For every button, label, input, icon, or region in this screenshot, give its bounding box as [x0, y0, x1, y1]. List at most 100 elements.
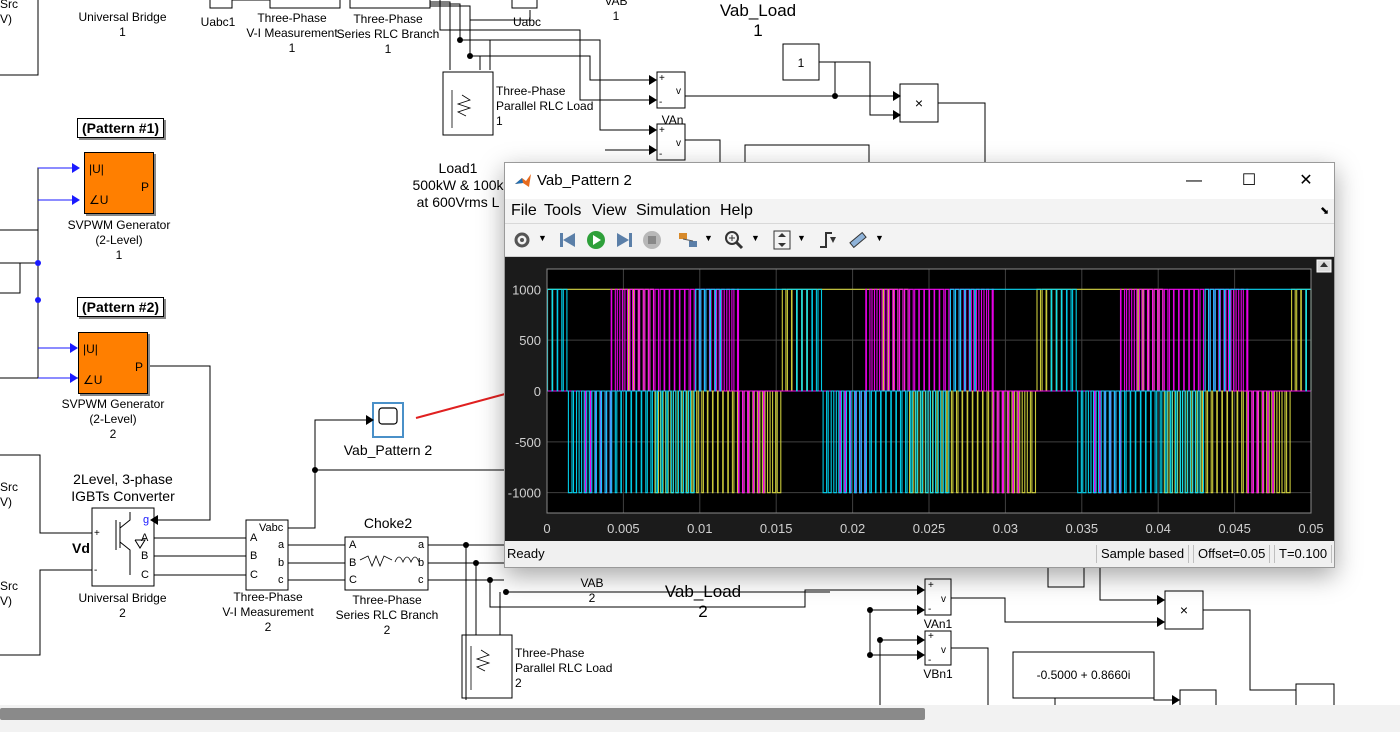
converter-plus-port: +	[94, 528, 100, 539]
converter-a-port: A	[141, 532, 149, 544]
horizontal-scrollbar[interactable]	[0, 705, 1400, 732]
src-bot-label: Src V)	[0, 579, 18, 608]
load1-note: Load1 500kW & 100k at 600Vrms L	[412, 160, 504, 210]
converter-title: 2Level, 3-phase IGBTs Converter	[71, 471, 175, 504]
run-icon[interactable]	[585, 229, 607, 251]
cursor-measure-icon[interactable]	[847, 229, 869, 251]
vi2-a-port: a	[278, 539, 285, 551]
y-tick-label: 0	[534, 384, 541, 399]
vi2-A-port: A	[250, 532, 258, 544]
vi-measurement-1-label: Three-Phase V-I Measurement 1	[246, 11, 338, 55]
vi-measurement-2-label: Three-Phase V-I Measurement 2	[222, 590, 314, 634]
gen2-angle-port: ∠U	[83, 373, 103, 387]
complex-constant-value: -0.5000 + 0.8660i	[1036, 668, 1131, 682]
highlight-dropdown-icon[interactable]: ▼	[704, 233, 713, 243]
x-tick-label: 0.02	[840, 521, 865, 536]
minimize-button[interactable]: —	[1186, 172, 1202, 189]
rlc-branch-1-label: Three-Phase Series RLC Branch 1	[336, 12, 440, 56]
converter-minus-port: -	[94, 565, 98, 576]
x-tick-label: 0.035	[1066, 521, 1099, 536]
universal-bridge-1-label: Universal Bridge 1	[78, 10, 167, 39]
sum-block-2-out: v	[676, 138, 681, 149]
x-tick-label: 0.045	[1218, 521, 1251, 536]
zoom-icon[interactable]	[723, 229, 745, 251]
plot-axes-frame	[546, 268, 1312, 514]
step-forward-icon[interactable]	[613, 229, 635, 251]
close-button[interactable]: ✕	[1299, 172, 1313, 189]
vi2-B-port: B	[250, 550, 258, 562]
sum-block-4-ports: +-	[928, 631, 934, 666]
x-tick-label: 0	[543, 521, 550, 536]
triggers-icon[interactable]	[817, 229, 839, 251]
matlab-logo-icon	[515, 174, 531, 187]
scope-status-bar: Ready Sample based Offset=0.05 T=0.100	[505, 541, 1334, 567]
scrollbar-thumb[interactable]	[0, 708, 925, 720]
rlc2-C-port: C	[349, 574, 357, 586]
vi2-c-port: c	[278, 574, 284, 586]
menu-file[interactable]: File	[511, 202, 537, 219]
vab-1-label: VAB 1	[604, 0, 628, 23]
vab-load-2-label: Vab_Load 2	[664, 582, 742, 621]
van1-label: VAn1	[923, 617, 953, 631]
scale-dropdown-icon[interactable]: ▼	[797, 233, 806, 243]
menu-view[interactable]: View	[592, 202, 627, 219]
menu-simulation[interactable]: Simulation	[636, 202, 711, 219]
gen1-angle-port: ∠U	[89, 193, 109, 207]
menu-tools[interactable]: Tools	[544, 202, 582, 219]
x-tick-label: 0.015	[760, 521, 793, 536]
y-tick-label: -500	[515, 435, 541, 450]
y-tick-label: 1000	[512, 282, 541, 297]
status-time: T=0.100	[1274, 545, 1333, 563]
uabc1-label: Uabc1	[200, 15, 236, 29]
van-label: VAn	[661, 113, 684, 127]
settings-dropdown-icon[interactable]: ▼	[538, 233, 547, 243]
scope-toolbar: ▼ ▼ ▼ ▼ ▼	[505, 224, 1334, 257]
sum-block-1-out: v	[676, 86, 681, 97]
parallel-load-1-label: Three-Phase Parallel RLC Load 1	[496, 84, 594, 128]
stop-icon[interactable]	[641, 229, 663, 251]
rlc2-B-port: B	[349, 557, 357, 569]
dock-icon[interactable]: ⬊	[1320, 205, 1330, 217]
settings-icon[interactable]	[511, 229, 533, 251]
svpwm-generator-1-label: SVPWM Generator (2-Level) 1	[67, 218, 171, 262]
sum-block-2-ports: +-	[659, 125, 665, 160]
sum-block-3-out: v	[941, 594, 946, 605]
gen1-p-port: P	[141, 180, 150, 194]
converter-c-port: C	[141, 569, 149, 581]
src-top-label: Src V)	[0, 0, 18, 26]
menu-help[interactable]: Help	[720, 202, 753, 219]
rlc-branch-2-label: Three-Phase Series RLC Branch 2	[335, 593, 439, 637]
vd-label: Vd	[72, 540, 90, 556]
converter-g-port: g	[143, 514, 150, 526]
scope-window-title: Vab_Pattern 2	[537, 172, 632, 189]
scale-axes-icon[interactable]	[771, 229, 793, 251]
status-sample-based: Sample based	[1096, 545, 1190, 563]
undock-axes-icon[interactable]	[1316, 259, 1332, 273]
measure-dropdown-icon[interactable]: ▼	[875, 233, 884, 243]
step-back-icon[interactable]	[557, 229, 579, 251]
svpwm-generator-1[interactable]: |U| ∠U P	[84, 152, 154, 214]
x-tick-label: 0.005	[607, 521, 640, 536]
x-tick-label: 0.05	[1298, 521, 1323, 536]
highlight-icon[interactable]	[677, 229, 699, 251]
maximize-button[interactable]: ☐	[1241, 172, 1257, 189]
scope-title-bar[interactable]: Vab_Pattern 2 — ☐ ✕	[505, 163, 1334, 199]
zoom-dropdown-icon[interactable]: ▼	[751, 233, 760, 243]
universal-bridge-2-label: Universal Bridge 2	[78, 591, 167, 620]
vab-2-label: VAB 2	[580, 576, 604, 605]
vbn1-label: VBn1	[923, 667, 953, 681]
svpwm-generator-2[interactable]: |U| ∠U P	[78, 332, 148, 394]
y-tick-label: 500	[519, 333, 541, 348]
pattern-1-annotation: (Pattern #1)	[77, 118, 165, 138]
converter-b-port: B	[141, 550, 149, 562]
vab-load-1-label: Vab_Load 1	[719, 1, 797, 40]
scope-block-label[interactable]: Vab_Pattern 2	[343, 442, 433, 458]
const-1-value: 1	[797, 56, 805, 70]
rlc2-c-port: c	[418, 574, 424, 586]
parallel-load-2-label: Three-Phase Parallel RLC Load 2	[515, 646, 613, 690]
scope-window[interactable]: Vab_Pattern 2 — ☐ ✕ File Tools View Simu…	[504, 162, 1335, 568]
scope-menu-bar: File Tools View Simulation Help ⬊	[505, 199, 1334, 224]
